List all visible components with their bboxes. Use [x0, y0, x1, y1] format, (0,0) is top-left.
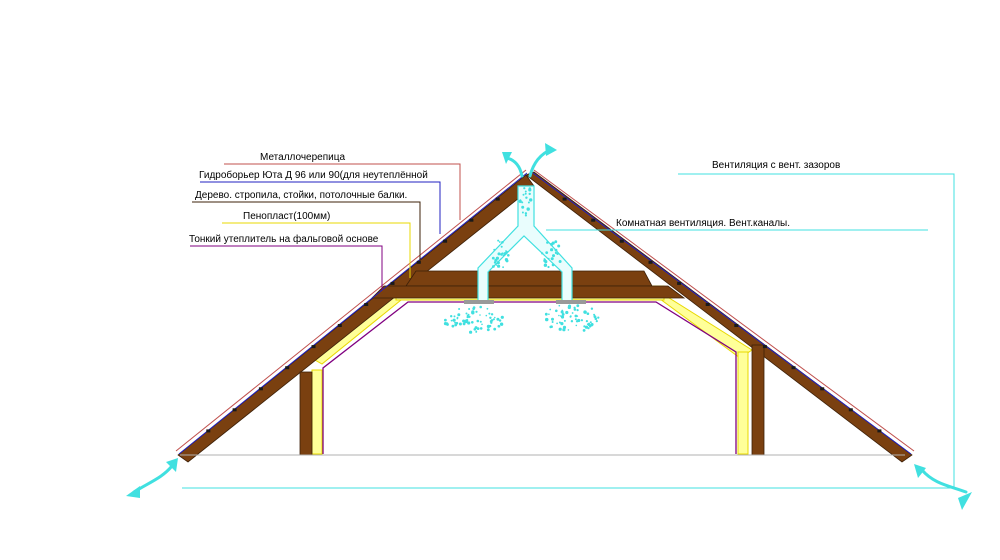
label-foam: Пенопласт(100мм) [243, 211, 330, 222]
screw-icon [443, 239, 448, 243]
collar-beam [405, 270, 653, 287]
screw-icon [734, 324, 739, 327]
airflow-arrow-icon [126, 458, 972, 510]
label-metal-tile: Металлочерепица [260, 152, 345, 163]
screw-icon [495, 197, 500, 201]
screw-icon [416, 260, 421, 264]
screw-icon [677, 281, 682, 285]
label-room-ventilation: Комнатная вентиляция. Вент.каналы. [616, 218, 790, 229]
screw-icon [877, 429, 882, 433]
roof-screws [206, 197, 882, 433]
left-post [299, 371, 313, 456]
screw-icon [562, 197, 567, 201]
screw-icon [820, 387, 825, 391]
ceiling-beam [371, 285, 686, 299]
label-wood: Дерево. стропила, стойки, потолочные бал… [195, 189, 407, 201]
screw-icon [762, 345, 767, 349]
label-hydrobarrier: Гидроборьер Юта Д 96 или 90(для неутеплё… [199, 169, 428, 181]
screw-icon [648, 260, 653, 264]
label-thin-insulation: Тонкий утеплитель на фальговой основе [189, 233, 379, 245]
left-rafter [177, 174, 535, 463]
screw-icon [285, 366, 290, 370]
screw-icon [791, 366, 796, 370]
screw-icon [206, 429, 211, 433]
wood-structure [177, 171, 913, 463]
roofing-lines [175, 169, 915, 455]
screw-icon [364, 303, 369, 306]
thin-insulation-lines [322, 301, 737, 454]
screw-icon [232, 408, 237, 412]
leader-lines [182, 163, 955, 489]
screw-icon [705, 303, 710, 306]
airflow-arrow-icon [502, 143, 557, 164]
screw-icon [469, 218, 474, 222]
screw-icon [848, 408, 853, 412]
screw-icon [619, 239, 624, 243]
right-post [751, 344, 765, 456]
screw-icon [337, 324, 342, 327]
screw-icon [591, 218, 596, 222]
screw-icon [258, 387, 263, 391]
screw-icon [311, 345, 316, 349]
air-particle-icon [443, 187, 600, 334]
screw-icon [390, 281, 395, 285]
airflow-arrow-icon [505, 147, 554, 178]
label-ventilation-gaps: Вентиляция с вент. зазоров [712, 160, 840, 171]
right-rafter [525, 171, 913, 463]
